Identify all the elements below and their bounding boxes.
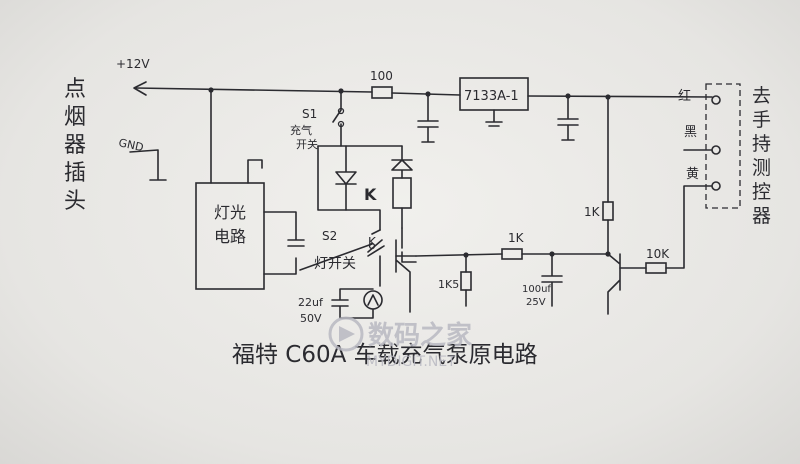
watermark-logo-mark — [339, 326, 355, 342]
light-box-switch — [263, 211, 305, 275]
switch-s1-contact — [337, 120, 345, 128]
label-r1k-right: 1K — [584, 205, 601, 219]
label-s2-desc: 灯开关 — [314, 256, 356, 272]
watermark-logo-icon — [328, 316, 364, 352]
capacitor-left — [417, 93, 439, 143]
capacitor-right — [557, 95, 579, 141]
left-char: 器 — [64, 133, 86, 158]
label-s1-desc-1: 充气 — [290, 123, 312, 137]
plus12v-arrow — [133, 81, 147, 96]
label-light-circuit-1: 灯光 — [214, 203, 246, 222]
capacitor-22uf — [331, 288, 374, 319]
transistor-q2 — [607, 253, 621, 315]
watermark-cn: 数码之家 — [368, 320, 472, 351]
handheld-connector-outline — [705, 83, 741, 209]
left-char: 点 — [64, 77, 86, 102]
label-plus12v: +12V — [116, 57, 150, 71]
label-gnd: GND — [117, 136, 144, 154]
label-s1: S1 — [302, 107, 317, 121]
diode-flyback — [335, 145, 357, 211]
q2-to-handheld — [619, 185, 713, 269]
label-s2: S2 — [322, 229, 337, 243]
left-char: 烟 — [64, 105, 86, 130]
motor — [363, 290, 383, 310]
switch-s1 — [332, 90, 342, 147]
right-char: 去 — [752, 85, 771, 107]
connector-pin-red — [711, 95, 721, 105]
label-r1k-base: 1K — [508, 231, 525, 245]
label-k-contact: K — [368, 235, 377, 249]
connector-pin-yellow — [711, 181, 721, 191]
light-box-lead — [247, 159, 263, 184]
right-char: 器 — [752, 205, 771, 227]
diode-relay — [391, 145, 413, 179]
label-cap-22uf: 22uf — [298, 296, 324, 309]
label-r1k5: 1K5 — [438, 278, 459, 291]
relay-contact — [367, 239, 385, 257]
resistor-1k-base — [501, 248, 523, 260]
resistor-100 — [371, 86, 393, 99]
resistor-1k5 — [460, 271, 472, 291]
label-light-circuit-2: 电路 — [214, 227, 246, 246]
regulator-ground — [485, 109, 503, 127]
left-vertical-caption: 点 烟 器 插 头 — [64, 77, 86, 214]
label-relay: K — [364, 185, 377, 204]
resistor-1k-right — [602, 201, 614, 221]
label-r10k: 10K — [646, 247, 670, 261]
s2-wire — [317, 145, 381, 231]
label-cap-100uf: 100uf — [522, 284, 551, 295]
motor-mark — [367, 294, 379, 306]
right-vertical-caption: 去 手 持 测 控 器 — [752, 85, 771, 227]
light-circuit-box — [195, 182, 265, 290]
label-r100: 100 — [370, 69, 393, 83]
label-wire-red: 红 — [678, 88, 691, 104]
gnd-symbol — [129, 149, 167, 181]
label-wire-black: 黑 — [684, 125, 697, 140]
resistor-10k — [645, 262, 667, 274]
left-char: 头 — [64, 189, 86, 214]
left-char: 插 — [64, 161, 86, 186]
capacitor-100uf — [541, 253, 563, 307]
label-regulator: 7133A-1 — [464, 89, 519, 104]
right-char: 手 — [752, 109, 771, 131]
connector-pin-black — [711, 145, 721, 155]
switch-s1-contact — [337, 107, 345, 115]
label-cap-50v: 50V — [300, 312, 322, 325]
label-s1-desc-2: 开关 — [296, 137, 318, 151]
diagram-title: 福特 C60A 车载充气泵原电路 — [232, 342, 538, 368]
right-char: 持 — [752, 133, 771, 155]
plus12v-rail — [135, 87, 713, 98]
switch-s2 — [299, 229, 381, 271]
transistor-q1 — [395, 227, 417, 313]
right-char: 测 — [752, 157, 771, 179]
relay-coil — [392, 177, 412, 209]
watermark-en: MYDIGIT.NET — [366, 354, 456, 370]
label-wire-yellow: 黄 — [686, 167, 699, 182]
right-char: 控 — [752, 181, 771, 203]
base-drive-line — [415, 253, 609, 257]
watermark: 数码之家 MYDIGIT.NET — [328, 316, 472, 370]
label-cap-25v: 25V — [526, 297, 546, 308]
